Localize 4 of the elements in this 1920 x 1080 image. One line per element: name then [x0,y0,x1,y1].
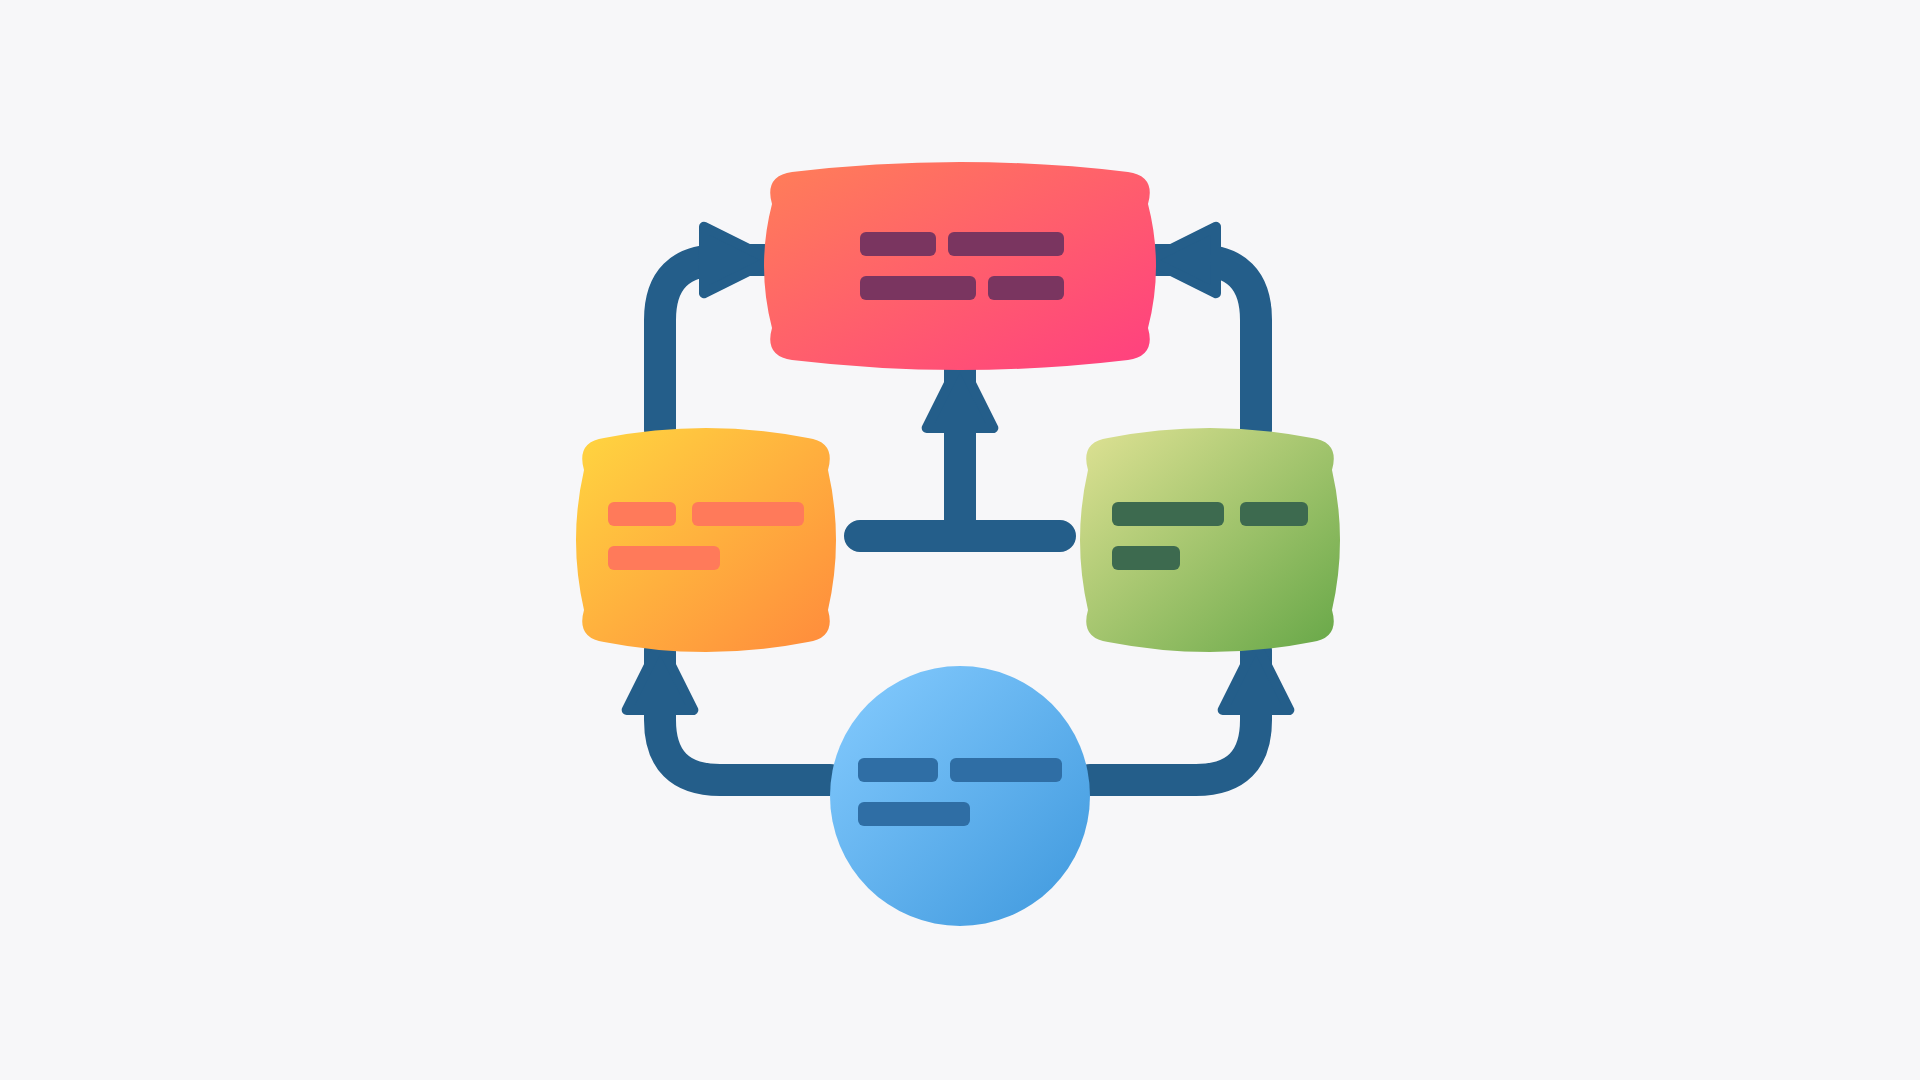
rounded-box-node [576,430,836,650]
circle-node [830,666,1090,926]
rounded-box-node [764,164,1156,368]
rounded-box-node [1080,430,1340,650]
